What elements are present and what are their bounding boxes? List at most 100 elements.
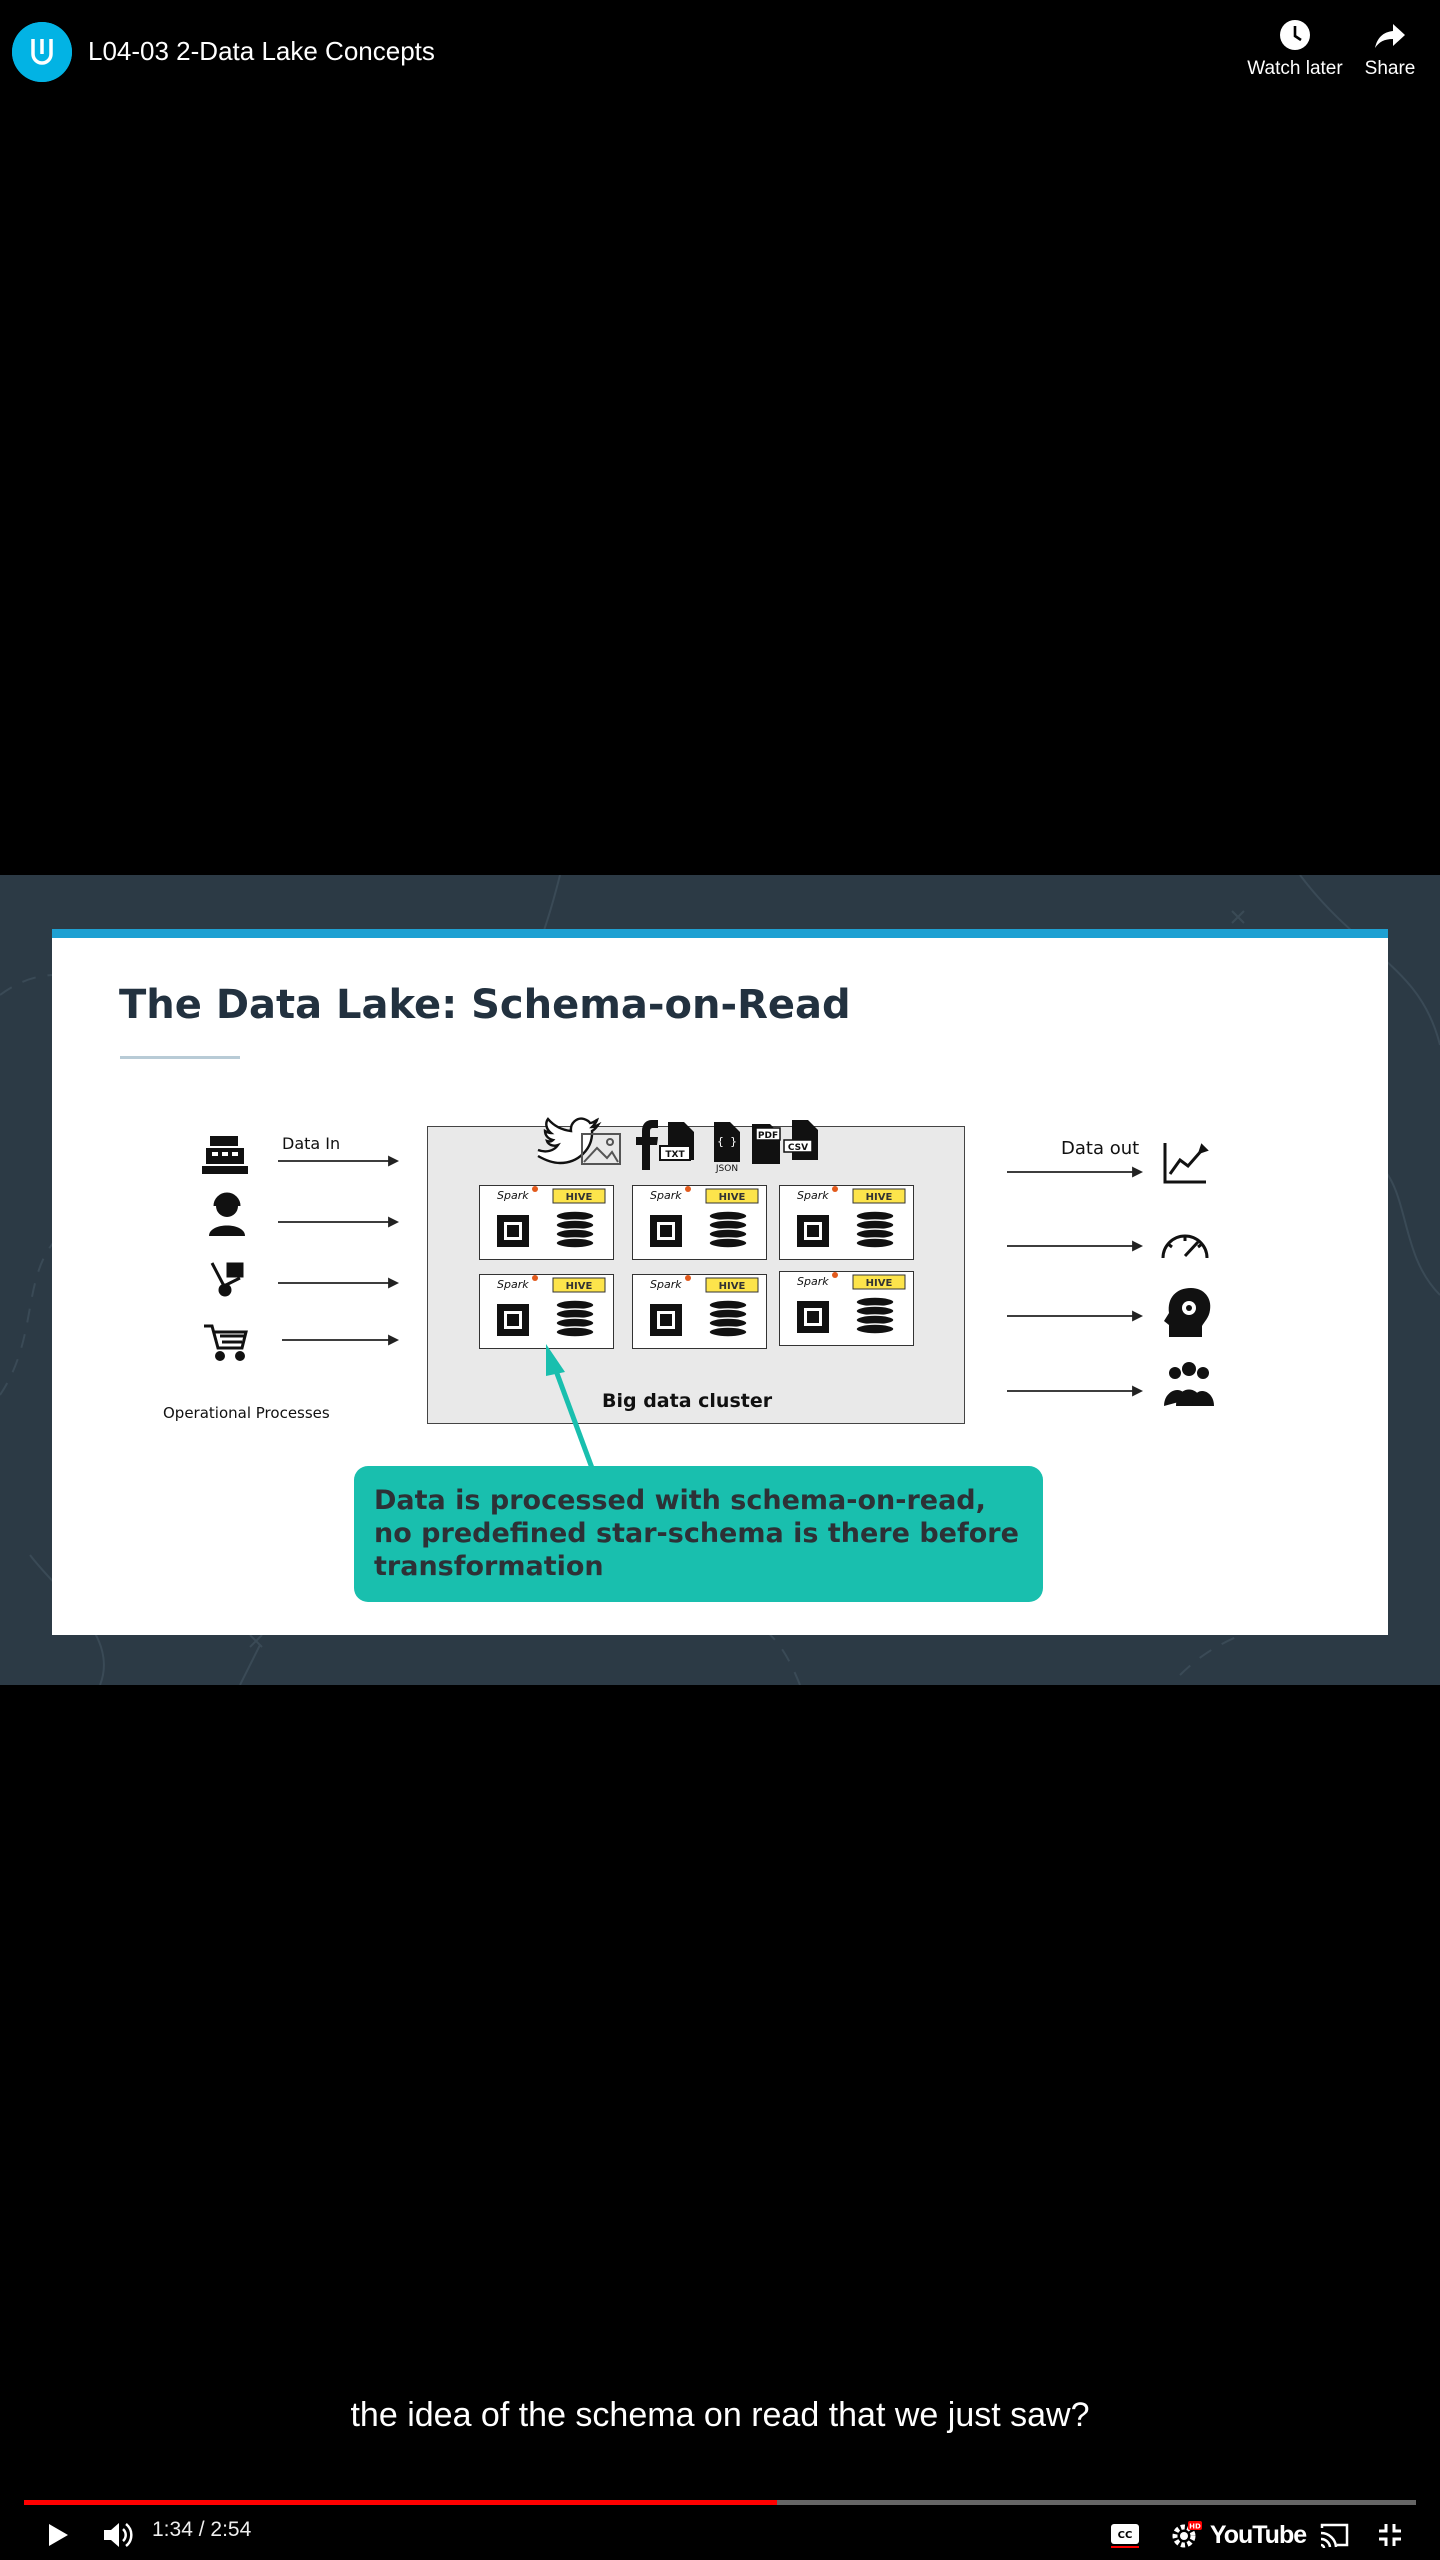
spark-label: Spark <box>797 1189 829 1202</box>
subtitle-caption: the idea of the schema on read that we j… <box>350 2396 1090 2434</box>
spark-star-icon <box>832 1186 838 1192</box>
video-title[interactable]: L04-03 2-Data Lake Concepts <box>88 36 435 66</box>
share-label: Share <box>1364 58 1416 79</box>
svg-text:JSON: JSON <box>715 1164 738 1174</box>
json-file-icon: { } JSON <box>714 1122 740 1174</box>
svg-text:TXT: TXT <box>665 1150 685 1160</box>
data-in-label: Data In <box>282 1134 341 1153</box>
title-underline <box>120 1056 240 1059</box>
big-data-cluster-label: Big data cluster <box>602 1390 773 1412</box>
node-contents: Spark HIVE <box>650 1186 759 1249</box>
exit-fullscreen-icon <box>1379 2524 1401 2546</box>
svg-text:PDF: PDF <box>758 1131 778 1141</box>
video-frame[interactable]: The Data Lake: Schema-on-Read <box>0 875 1440 1685</box>
hive-label: HIVE <box>566 1281 593 1292</box>
udacity-logo-icon <box>12 22 72 82</box>
cpu-chip-die <box>507 1225 519 1237</box>
image-icon <box>581 1133 621 1165</box>
group-people-icon <box>1164 1362 1214 1406</box>
svg-text:HD: HD <box>1189 2523 1201 2531</box>
spark-star-icon <box>685 1275 691 1281</box>
player-controls: CC HD YouTube <box>0 2510 1440 2560</box>
mute-button[interactable] <box>98 2510 138 2560</box>
closed-captions-icon: CC <box>1111 2524 1139 2548</box>
slide-title: The Data Lake: Schema-on-Read <box>119 982 851 1028</box>
spark-label: Spark <box>650 1189 682 1202</box>
captions-button[interactable]: CC <box>1108 2510 1142 2560</box>
hive-badge <box>705 1277 759 1293</box>
youtube-logo[interactable]: YouTube <box>1209 2520 1307 2549</box>
spark-star-icon <box>832 1272 838 1278</box>
node-contents: Spark HIVE <box>497 1275 606 1338</box>
spark-label: Spark <box>650 1278 682 1291</box>
hive-badge <box>852 1188 906 1204</box>
progress-played <box>24 2500 778 2505</box>
svg-text:CC: CC <box>1118 2530 1133 2541</box>
progress-bar[interactable] <box>24 2500 1416 2505</box>
node-contents: Spark HIVE <box>497 1186 606 1249</box>
settings-button[interactable]: HD <box>1166 2510 1206 2560</box>
current-time: 1:34 <box>152 2518 193 2541</box>
time-display: 1:34 / 2:54 <box>152 2518 251 2542</box>
svg-text:CSV: CSV <box>788 1143 808 1153</box>
database-icon <box>555 1326 595 1338</box>
share-arrow-icon <box>1375 24 1405 48</box>
database-icon <box>708 1237 748 1249</box>
data-out-label: Data out <box>1061 1138 1140 1159</box>
hand-truck-icon <box>210 1262 244 1297</box>
csv-file-icon: CSV <box>783 1120 818 1160</box>
clock-icon <box>1280 20 1310 50</box>
database-icon <box>855 1237 895 1249</box>
spark-star-icon <box>532 1275 538 1281</box>
shopping-cart-icon <box>204 1324 248 1361</box>
watch-later-button[interactable]: Watch later <box>1240 18 1350 80</box>
volume-icon <box>104 2523 133 2547</box>
hive-badge <box>552 1188 606 1204</box>
cpu-chip-die <box>807 1225 819 1237</box>
speedometer-icon <box>1161 1234 1209 1259</box>
spark-label: Spark <box>497 1278 529 1291</box>
hive-badge <box>705 1188 759 1204</box>
play-icon <box>49 2524 68 2546</box>
txt-file-icon: TXT <box>659 1122 694 1161</box>
gear-icon: HD <box>1172 2521 1202 2548</box>
hive-label: HIVE <box>566 1192 593 1203</box>
cpu-chip-die <box>807 1311 819 1323</box>
watch-later-label: Watch later <box>1247 58 1343 79</box>
database-icon <box>708 1326 748 1338</box>
hive-label: HIVE <box>866 1192 893 1203</box>
hive-badge <box>552 1277 606 1293</box>
play-button[interactable] <box>38 2510 78 2560</box>
spark-label: Spark <box>797 1275 829 1288</box>
data-lake-diagram: TXT { } JSON PDF CSV SparkHIVESparkHIVES… <box>202 1117 1214 1469</box>
spark-label: Spark <box>497 1189 529 1202</box>
facebook-icon <box>636 1120 658 1170</box>
cast-icon <box>1320 2523 1349 2548</box>
hive-badge <box>852 1274 906 1290</box>
callout-box: Data is processed with schema-on-read, n… <box>354 1466 1043 1602</box>
hive-label: HIVE <box>719 1281 746 1292</box>
node-contents: Spark HIVE <box>650 1275 759 1338</box>
hive-label: HIVE <box>719 1192 746 1203</box>
callout-arrow <box>546 1344 595 1469</box>
slide: The Data Lake: Schema-on-Read <box>52 929 1388 1635</box>
node-contents: Spark HIVE <box>797 1186 906 1249</box>
pdf-file-icon: PDF <box>752 1124 781 1164</box>
spark-star-icon <box>685 1186 691 1192</box>
time-separator: / <box>192 2518 211 2541</box>
share-button[interactable]: Share <box>1360 18 1420 80</box>
channel-avatar[interactable] <box>12 22 72 82</box>
database-icon <box>855 1323 895 1335</box>
callout-text: Data is processed with schema-on-read, n… <box>374 1485 1019 1582</box>
cast-button[interactable] <box>1314 2510 1354 2560</box>
operational-processes-label: Operational Processes <box>163 1404 330 1422</box>
cash-register-icon <box>202 1136 248 1174</box>
top-bar: L04-03 2-Data Lake Concepts Watch later … <box>0 0 1440 110</box>
line-chart-icon <box>1163 1143 1209 1184</box>
exit-fullscreen-button[interactable] <box>1372 2510 1408 2560</box>
cpu-chip-die <box>660 1314 672 1326</box>
spark-star-icon <box>532 1186 538 1192</box>
database-icon <box>555 1237 595 1249</box>
svg-text:{ }: { } <box>717 1135 737 1148</box>
